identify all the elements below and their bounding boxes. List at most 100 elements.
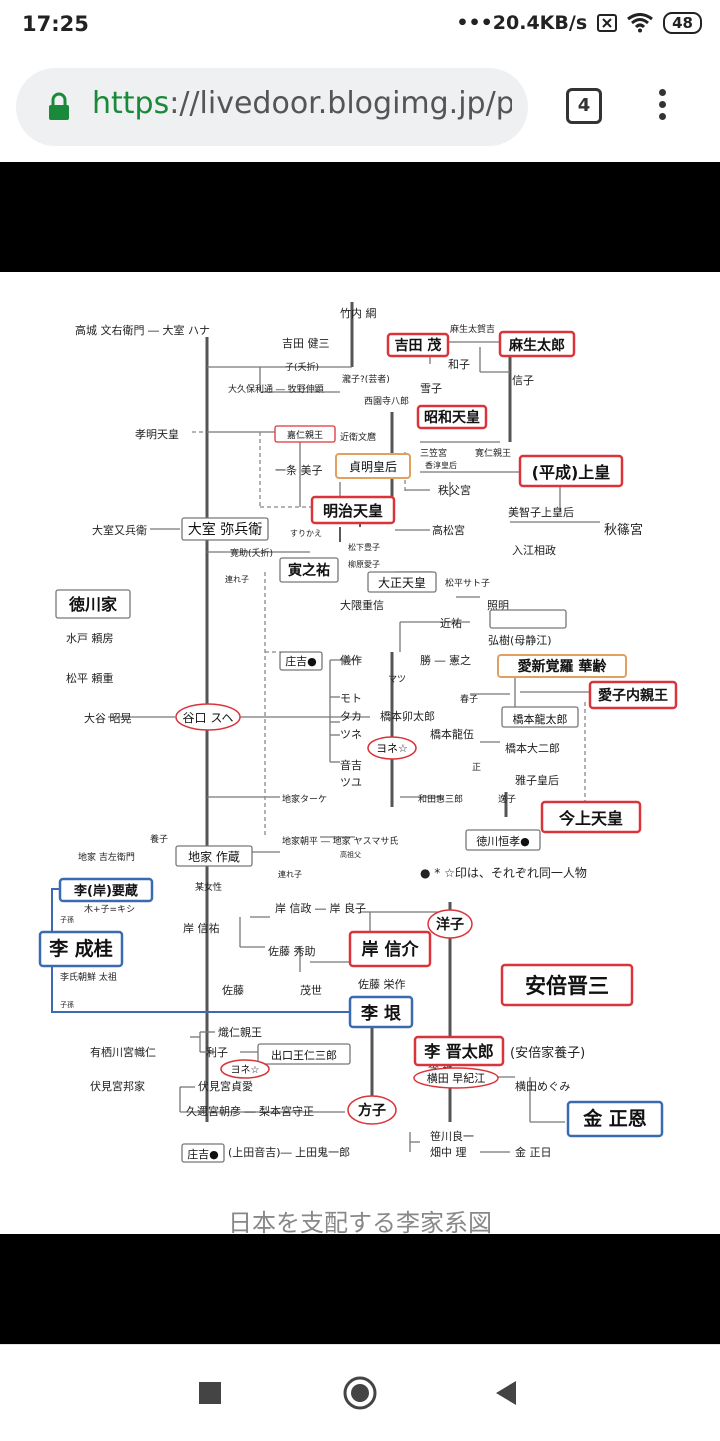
tree-label: 近衛文麿 (340, 431, 376, 443)
back-button[interactable] (494, 1379, 518, 1407)
tree-node (257, 1043, 351, 1065)
tree-label: 高松宮 (432, 523, 465, 537)
tree-label: 吉田 健三 (282, 337, 330, 350)
tree-label: 有栖川宮幟仁 (90, 1045, 156, 1059)
tree-node (175, 703, 241, 731)
tree-label: 近祐 (440, 617, 462, 630)
image-viewer-top-band (0, 162, 720, 272)
tree-label: 信子 (512, 374, 534, 387)
tree-label: 入江相政 (512, 543, 556, 557)
tree-node (416, 404, 488, 430)
family-tree-image[interactable]: 竹内 綱 吉田 健三 麻生太賀吉 高城 文右衛門 ― 大室 ハナ 子(夭折) 和… (0, 272, 720, 1234)
home-button[interactable] (342, 1375, 378, 1411)
tree-label: 木+子=キシ (84, 903, 135, 915)
tree-node-label: 貞明皇后 (349, 460, 397, 474)
tree-label: 水戸 頼房 (66, 632, 114, 645)
tree-node (413, 1067, 499, 1089)
tree-label: モト (340, 692, 362, 705)
tree-node-label: 大正天皇 (378, 576, 426, 590)
tree-node (279, 651, 323, 671)
tree-node-label: 嘉仁親王 (287, 429, 323, 441)
tree-node (367, 571, 437, 593)
tree-node (348, 995, 414, 1029)
address-bar[interactable]: https://livedoor.blogimg.jp/pi (16, 68, 528, 146)
tree-node-label: 麻生太郎 (508, 337, 565, 354)
tree-node (427, 909, 473, 939)
tree-node-label: 庄吉● (187, 1147, 219, 1161)
battery-indicator: 48 (663, 12, 702, 34)
tree-label: 孝明天皇 (135, 427, 179, 441)
tree-label: 橋本大二郎 (505, 741, 560, 755)
tree-node (498, 330, 576, 358)
tree-legend: ● * ☆印は、それぞれ同一人物 (420, 866, 587, 880)
tree-label: 岸 信政 ― 岸 良子 (275, 901, 366, 915)
tree-label: 連れ子 (278, 869, 302, 879)
tree-label: 秋篠宮 (604, 522, 643, 538)
tree-label: 春子 (460, 693, 478, 705)
tree-label: 某女性 (195, 881, 222, 893)
tree-label: ツユ (340, 776, 362, 789)
tree-label: 寛仁親王 (475, 447, 511, 459)
tree-label: 佐藤 栄作 (358, 977, 406, 991)
tree-node (540, 800, 642, 834)
tree-node (500, 963, 634, 1007)
tree-label: 竹内 綱 (340, 306, 377, 320)
tree-label: 松平 頼重 (66, 671, 114, 685)
tree-node-label: 愛子内親王 (598, 687, 668, 704)
lock-icon (49, 92, 69, 120)
tree-label: 子孫 (60, 1000, 74, 1009)
tree-label: ツネ (340, 728, 362, 741)
tree-node (175, 845, 253, 867)
overflow-menu-button[interactable] (652, 86, 672, 126)
url-host: ://livedoor.blogimg.jp/pi (169, 86, 512, 121)
tree-node-label: 今上天皇 (558, 809, 623, 828)
tree-node-label: 金 正恩 (582, 1107, 647, 1130)
tree-label: 橋本龍伍 (430, 727, 474, 741)
status-bar: 17:25 •••20.4KB/s 48 (0, 0, 720, 52)
tree-node (55, 589, 131, 619)
tree-node-label: 李 成桂 (48, 937, 113, 960)
tree-label: (安倍家養子) (510, 1045, 585, 1061)
recents-button[interactable] (198, 1381, 222, 1405)
tree-label: 地家ターケ (282, 793, 327, 805)
tree-label: 弘樹(母静江) (488, 633, 552, 647)
tree-label: 西園寺八郎 (364, 395, 409, 407)
tree-label: 伏見宮貞愛 (198, 1079, 253, 1093)
tree-node-label: 安倍晋三 (525, 974, 609, 998)
tree-label: 照明 (487, 599, 509, 612)
tree-node-label: ヨネ☆ (231, 1064, 260, 1076)
tree-node (367, 736, 417, 760)
tree-node (497, 654, 627, 678)
tree-label: 大室又兵衛 (92, 523, 147, 537)
tree-label: 大谷 昭晃 (84, 711, 132, 725)
tree-node (501, 706, 579, 728)
tree-label: 茂世 (300, 983, 322, 997)
tree-label: 利子 (206, 1046, 228, 1059)
tree-label: 連れ子 (225, 574, 249, 584)
tree-node (588, 680, 678, 710)
tree-node (274, 425, 336, 443)
tree-node (386, 332, 450, 358)
network-speed: •••20.4KB/s (456, 12, 588, 34)
tab-switcher-button[interactable]: 4 (566, 88, 602, 124)
tree-node-label: 寅之祐 (288, 562, 330, 579)
tree-node-label: 李 晋太郎 (423, 1042, 494, 1061)
tree-node (518, 454, 624, 488)
tree-label: 和子 (448, 358, 470, 371)
tree-node (220, 1059, 270, 1079)
tree-label: (上田音吉)― 上田鬼一郎 (228, 1145, 350, 1159)
tree-label: 美智子上皇后 (508, 505, 574, 519)
url-scheme: https (92, 86, 170, 121)
tree-label: 佐藤 秀助 (268, 944, 316, 958)
tree-label: 畑中 理 (430, 1146, 467, 1159)
system-navigation-bar (0, 1344, 720, 1441)
tree-node (347, 1095, 397, 1125)
tree-node-label: 昭和天皇 (424, 409, 480, 426)
tree-label: 地家朝平 ― 地家 ヤスマサ氏 (282, 835, 398, 847)
tree-node-label: 岸 信介 (362, 939, 420, 960)
tree-label: すりかえ (290, 529, 322, 538)
tree-node-label: 愛新覚羅 華齢 (518, 658, 608, 675)
tree-node-label: 徳川家 (68, 595, 118, 614)
tree-label: 寛助(夭折) (230, 547, 273, 559)
family-tree-diagram: 竹内 綱 吉田 健三 麻生太賀吉 高城 文右衛門 ― 大室 ハナ 子(夭折) 和… (38, 302, 678, 1163)
